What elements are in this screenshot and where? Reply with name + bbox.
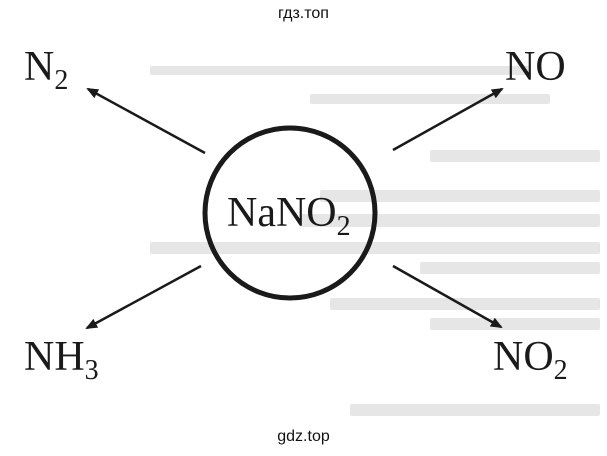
product-no: NO [505, 46, 566, 88]
product-n2-base: N [24, 44, 55, 90]
product-no2-base: NO [493, 334, 554, 380]
arrow-to-no2 [392, 264, 503, 329]
arrow-to-no [392, 87, 504, 152]
center-formula-base: NaNO [227, 190, 337, 236]
product-no2-subscript: 2 [553, 355, 568, 386]
product-no-base: NO [505, 44, 566, 90]
product-nh3-subscript: 3 [84, 355, 99, 386]
watermark-bottom: gdz.top [277, 428, 330, 445]
center-formula-subscript: 2 [336, 211, 351, 242]
product-nh3-base: NH [24, 334, 85, 380]
product-nh3: NH3 [24, 334, 99, 385]
watermark-top: гдз.топ [278, 5, 329, 22]
arrow-to-n2 [86, 87, 206, 155]
product-n2: N2 [24, 44, 68, 95]
product-no2: NO2 [493, 334, 568, 385]
center-circle [202, 125, 378, 301]
product-n2-subscript: 2 [54, 65, 69, 96]
arrow-to-nh3 [85, 264, 202, 330]
center-formula: NaNO2 [227, 190, 351, 241]
